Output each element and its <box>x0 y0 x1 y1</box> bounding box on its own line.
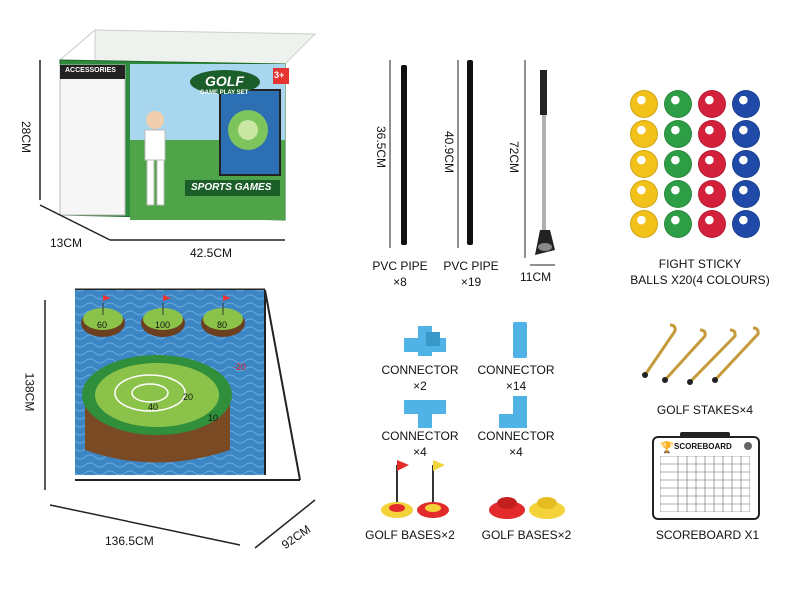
eraser-icon <box>744 442 752 450</box>
net-width-dim: 136.5CM <box>105 534 154 548</box>
sticky-ball <box>698 180 726 208</box>
sticky-ball <box>630 150 658 178</box>
bases-label: GOLF BASES×2 <box>365 528 455 542</box>
box-depth-dim: 13CM <box>50 236 83 250</box>
trophy-icon: 🏆 <box>660 442 674 454</box>
net-main-score: 10 <box>208 413 219 423</box>
connector-icon <box>404 326 446 356</box>
sticky-ball <box>664 150 692 178</box>
sticky-ball <box>698 150 726 178</box>
pipe-label: PVC PIPE ×19 <box>443 259 499 289</box>
stakes-label: GOLF STAKES×4 <box>656 403 754 417</box>
sticky-ball <box>732 120 760 148</box>
connector-label: CONNECTOR ×14 <box>477 363 555 393</box>
sticky-ball <box>732 90 760 118</box>
scoreboard-label: SCOREBOARD X1 <box>655 528 760 542</box>
net-main-score: 20 <box>183 392 194 402</box>
box-sports-games: SPORTS GAMES <box>191 182 272 193</box>
box-width-dim: 42.5CM <box>190 246 233 260</box>
net-target-score: 100 <box>155 320 171 330</box>
product-box: ACCESSORIES GOLF GAME PLAY SET SPORTS GA… <box>35 20 335 250</box>
bases-label: GOLF BASES×2 <box>481 528 572 542</box>
connector-label: CONNECTOR ×2 <box>381 363 459 393</box>
sticky-ball <box>664 180 692 208</box>
pvc-pipe-36 <box>401 65 407 245</box>
connector-label: CONNECTOR ×4 <box>381 429 459 459</box>
golf-club <box>535 70 555 255</box>
sticky-balls-grid <box>630 90 770 240</box>
pvc-pipe-40 <box>467 60 473 245</box>
net-target-score: 60 <box>97 320 108 330</box>
sticky-ball <box>732 210 760 238</box>
sticky-ball <box>732 180 760 208</box>
connector-icon <box>513 322 527 358</box>
box-brand-sub: GAME PLAY SET <box>200 90 249 96</box>
connector-icon <box>404 400 446 428</box>
sticky-ball <box>698 90 726 118</box>
sticky-ball <box>630 180 658 208</box>
pipe-length-dim: 40.9CM <box>442 130 457 174</box>
box-accessories-text: ACCESSORIES <box>65 67 116 74</box>
club-length-dim: 72CM <box>507 140 522 174</box>
scoreboard-grid <box>660 456 750 512</box>
net-main-score: 40 <box>148 402 159 412</box>
connector-label: CONNECTOR ×4 <box>477 429 555 459</box>
sticky-ball <box>664 210 692 238</box>
golf-stakes <box>642 323 760 385</box>
scoreboard-image: 🏆 SCOREBOARD <box>652 436 760 520</box>
pipe-label: PVC PIPE ×8 <box>372 259 428 289</box>
sticky-ball <box>630 120 658 148</box>
club-head-dim: 11CM <box>520 270 552 284</box>
scoreboard-title: SCOREBOARD <box>674 442 732 451</box>
golf-bases-flags <box>381 460 449 518</box>
sticky-ball <box>732 150 760 178</box>
connector-icon <box>499 396 527 428</box>
marker-pen-icon <box>680 432 730 437</box>
sticky-ball <box>664 120 692 148</box>
box-age-badge: 3+ <box>274 70 285 80</box>
box-brand-title: GOLF <box>205 73 244 89</box>
net-minus-score: -20 <box>233 362 247 372</box>
golf-bases-cups <box>489 497 565 519</box>
sticky-ball <box>630 210 658 238</box>
target-net: 60 100 80 40 20 10 -20 <box>65 285 305 505</box>
sticky-ball <box>698 210 726 238</box>
balls-label: FIGHT STICKY BALLS X20(4 COLOURS) <box>630 257 770 287</box>
sticky-ball <box>630 90 658 118</box>
net-target-score: 80 <box>217 320 228 330</box>
pipe-length-dim: 36.5CM <box>374 125 389 169</box>
sticky-ball <box>664 90 692 118</box>
sticky-ball <box>698 120 726 148</box>
